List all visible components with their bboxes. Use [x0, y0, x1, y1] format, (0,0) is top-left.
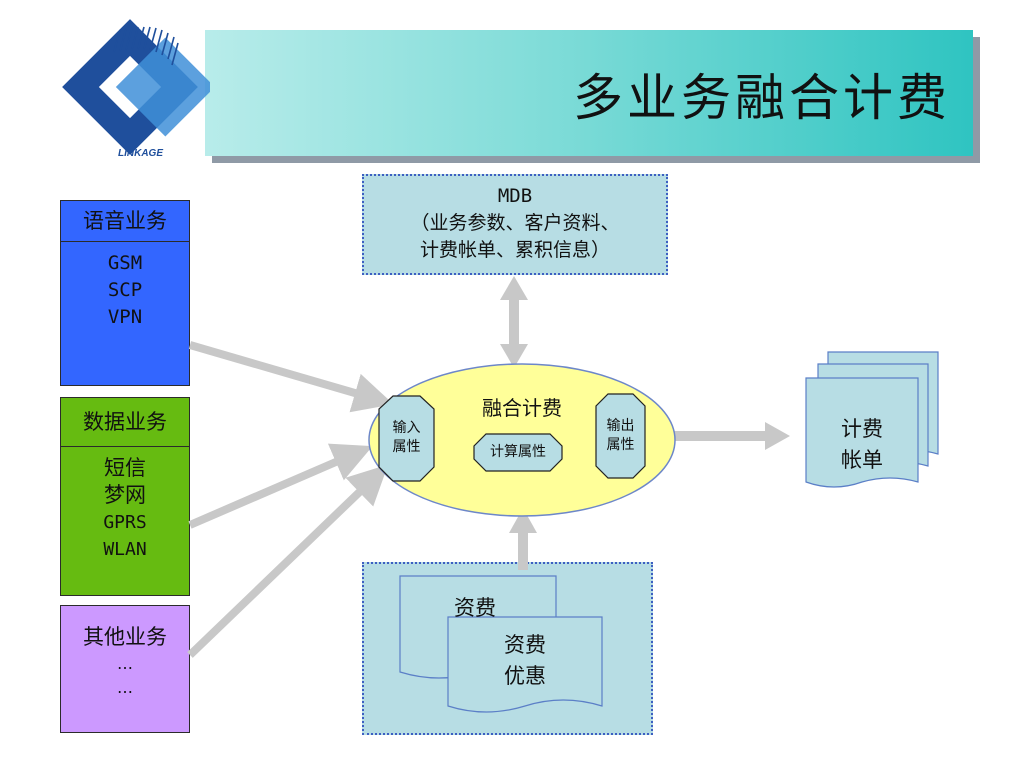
arrow-data-to-engine: [188, 443, 373, 529]
other-item-ellipsis-1: …: [117, 654, 133, 673]
bill-line1: 计费: [841, 417, 883, 441]
data-service-title: 数据业务: [61, 398, 189, 447]
output-attr-label: 输出 属性: [596, 417, 645, 455]
input-attr-line1: 输入: [392, 420, 421, 436]
arrow-other-to-engine: [187, 464, 389, 658]
rate-back-label: 资费: [454, 596, 496, 620]
arrow-voice-to-engine: [188, 341, 394, 413]
page-title: 多业务融合计费: [573, 69, 951, 127]
mdb-line-3: 计费帐单、累积信息）: [419, 239, 610, 261]
input-attr-shape: [378, 395, 435, 482]
mdb-line-2: （业务参数、客户资料、: [410, 212, 620, 234]
voice-item-vpn: VPN: [107, 306, 143, 328]
rate-doc-front: [447, 616, 603, 713]
logo-wordmark: LINKAGE: [118, 148, 163, 159]
title-bar: 多业务融合计费: [205, 30, 973, 156]
bill-line2: 帐单: [841, 448, 883, 472]
arrow-rates-to-engine-head: [509, 508, 537, 533]
output-attr-line2: 属性: [606, 437, 635, 453]
mdb-title: MDB: [497, 185, 533, 207]
rate-front-label: 资费 优惠: [448, 630, 602, 692]
voice-item-scp: SCP: [107, 279, 143, 301]
arrow-down-head: [500, 344, 528, 368]
data-item-wlan: WLAN: [103, 539, 147, 560]
compute-attr-label: 计算属性: [490, 444, 546, 460]
rate-front-line2: 优惠: [504, 664, 546, 688]
arrow-engine-to-bill-head: [765, 422, 790, 450]
mdb-box: MDB （业务参数、客户资料、 计费帐单、累积信息）: [362, 174, 668, 275]
output-attr-shape: [595, 393, 646, 479]
other-service-box: 其他业务 … …: [60, 605, 190, 733]
compute-attr-shape: [473, 433, 563, 472]
data-service-box: 数据业务 短信 梦网 GPRS WLAN: [60, 397, 190, 596]
linkage-logo: LINKAGE: [62, 19, 210, 159]
bill-label: 计费 帐单: [806, 414, 918, 476]
voice-service-title: 语音业务: [61, 201, 189, 242]
voice-service-box: 语音业务 GSM SCP VPN: [60, 200, 190, 386]
rate-front-line1: 资费: [504, 633, 546, 657]
input-attr-label: 输入 属性: [379, 419, 434, 457]
engine-title: 融合计费: [482, 396, 562, 420]
output-attr-line1: 输出: [606, 418, 635, 434]
data-item-gprs: GPRS: [103, 512, 147, 533]
data-item-monternet: 梦网: [104, 483, 146, 507]
input-attr-line2: 属性: [392, 439, 421, 455]
arrow-up-head: [500, 276, 528, 300]
data-item-sms: 短信: [104, 456, 146, 480]
other-service-title: 其他业务: [83, 625, 167, 649]
other-item-ellipsis-2: …: [117, 678, 133, 697]
bill-doc-front: [805, 377, 919, 488]
voice-item-gsm: GSM: [107, 252, 143, 274]
